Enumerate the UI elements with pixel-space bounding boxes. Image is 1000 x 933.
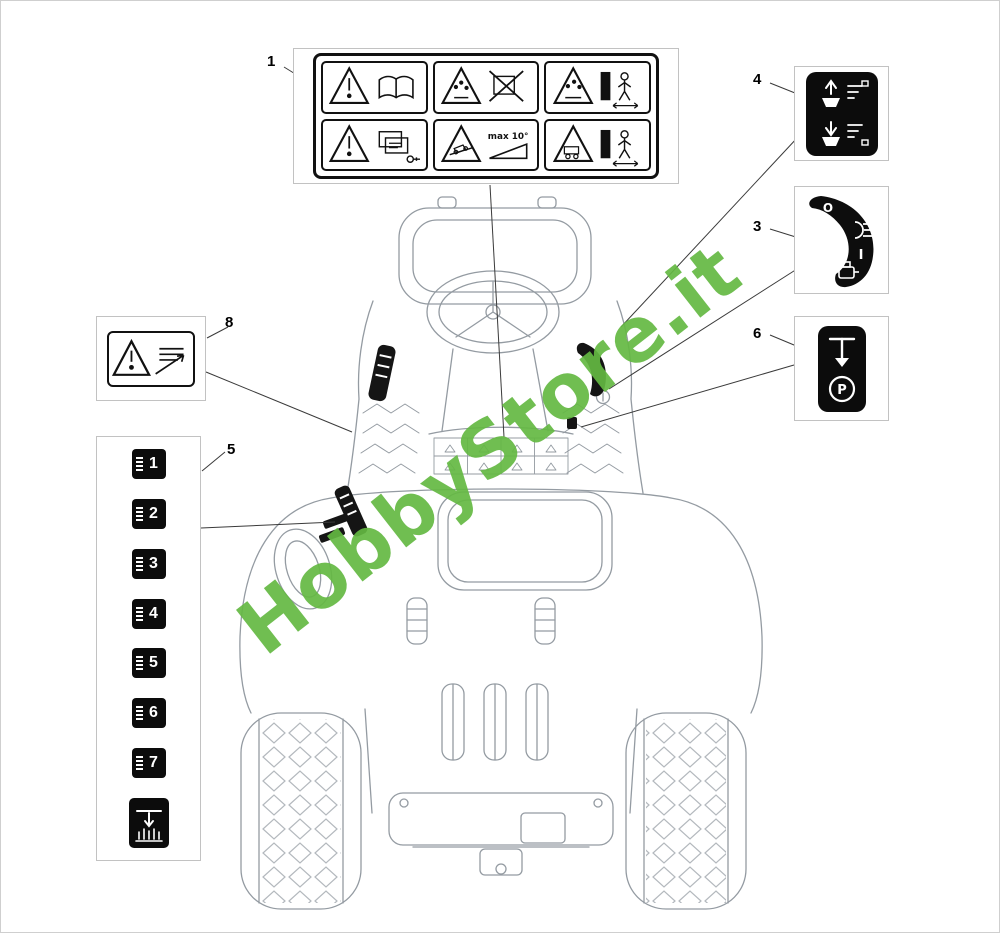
height-position-6: 6 <box>131 698 166 729</box>
parking-brake-letter: P <box>837 383 847 398</box>
seat-back <box>398 196 592 305</box>
comb-icon <box>135 506 143 521</box>
decal-warning-panel[interactable]: max 10° <box>293 48 679 184</box>
height-position-3: 3 <box>131 548 166 579</box>
right-rear-wheel <box>625 712 747 910</box>
rear-hinges <box>441 683 549 761</box>
left-rear-wheel <box>240 712 362 910</box>
callout-1[interactable]: 1 <box>267 53 276 70</box>
parking-brake-label: P <box>817 325 866 412</box>
ignition-label: O I <box>808 196 873 288</box>
height-position-5: 5 <box>131 648 166 679</box>
warning-remove-key-before-maintenance-icon <box>321 118 428 171</box>
callout-3[interactable]: 3 <box>753 218 762 235</box>
warning-reverse-runover-icon <box>544 118 651 171</box>
belt-warning-label <box>107 330 195 387</box>
deck-lift-label <box>805 71 878 156</box>
ignition-pos-off: O <box>822 201 832 215</box>
height-position-7: 7 <box>131 748 166 779</box>
headlight-icon <box>854 221 873 239</box>
dashboard-mini-decal <box>433 437 569 475</box>
deck-lower-icon <box>821 120 869 146</box>
comb-icon <box>135 656 143 671</box>
comb-icon <box>135 756 143 771</box>
steering-wheel <box>426 270 560 354</box>
decal-height-strip[interactable]: 1 2 3 4 5 6 7 <box>96 436 201 861</box>
press-down-icon <box>828 337 855 360</box>
height-number: 7 <box>149 754 158 772</box>
callout-5[interactable]: 5 <box>227 441 236 458</box>
height-number: 5 <box>149 654 158 672</box>
ignition-pos-on: I <box>858 248 863 263</box>
height-number: 4 <box>149 604 158 622</box>
height-position-4: 4 <box>131 598 166 629</box>
callout-4[interactable]: 4 <box>753 71 762 88</box>
height-position-2: 2 <box>131 498 166 529</box>
height-number: 3 <box>149 554 158 572</box>
machine-controls <box>318 342 606 543</box>
decal-belt-warning[interactable] <box>96 316 206 401</box>
height-number: 1 <box>149 455 158 472</box>
height-number: 2 <box>149 504 158 522</box>
warning-triangle-icon <box>111 338 151 376</box>
comb-icon <box>135 706 143 721</box>
warning-panel-label: max 10° <box>313 53 659 179</box>
side-pod <box>273 528 333 610</box>
floor-plate-texture <box>358 403 624 474</box>
rear-body <box>239 488 763 876</box>
callout-8[interactable]: 8 <box>225 314 234 331</box>
engine-start-icon <box>837 261 859 279</box>
belt-check-icon <box>155 347 185 375</box>
down-arrowhead <box>834 357 849 367</box>
comb-icon <box>135 606 143 621</box>
warning-thrown-objects-icon <box>432 61 540 114</box>
decal-deck-lift[interactable] <box>794 66 889 161</box>
comb-icon <box>135 457 143 471</box>
slope-text: max 10° <box>488 132 529 142</box>
decal-parking-brake[interactable]: P <box>794 316 889 421</box>
height-number: 6 <box>149 704 158 722</box>
warning-max-slope-icon: max 10° <box>432 118 540 171</box>
brake-circle <box>828 375 855 402</box>
callout-6[interactable]: 6 <box>753 325 762 342</box>
comb-icon <box>135 556 143 571</box>
deck-raise-icon <box>821 78 869 107</box>
decal-ignition[interactable]: O I <box>794 186 889 294</box>
shock-absorbers <box>406 597 556 645</box>
height-position-1: 1 <box>131 449 166 479</box>
cutting-height-icon <box>128 797 169 848</box>
warning-keep-bystanders-away-icon <box>544 61 651 114</box>
warning-read-manual-icon <box>321 61 428 114</box>
leader-lines <box>200 66 807 529</box>
